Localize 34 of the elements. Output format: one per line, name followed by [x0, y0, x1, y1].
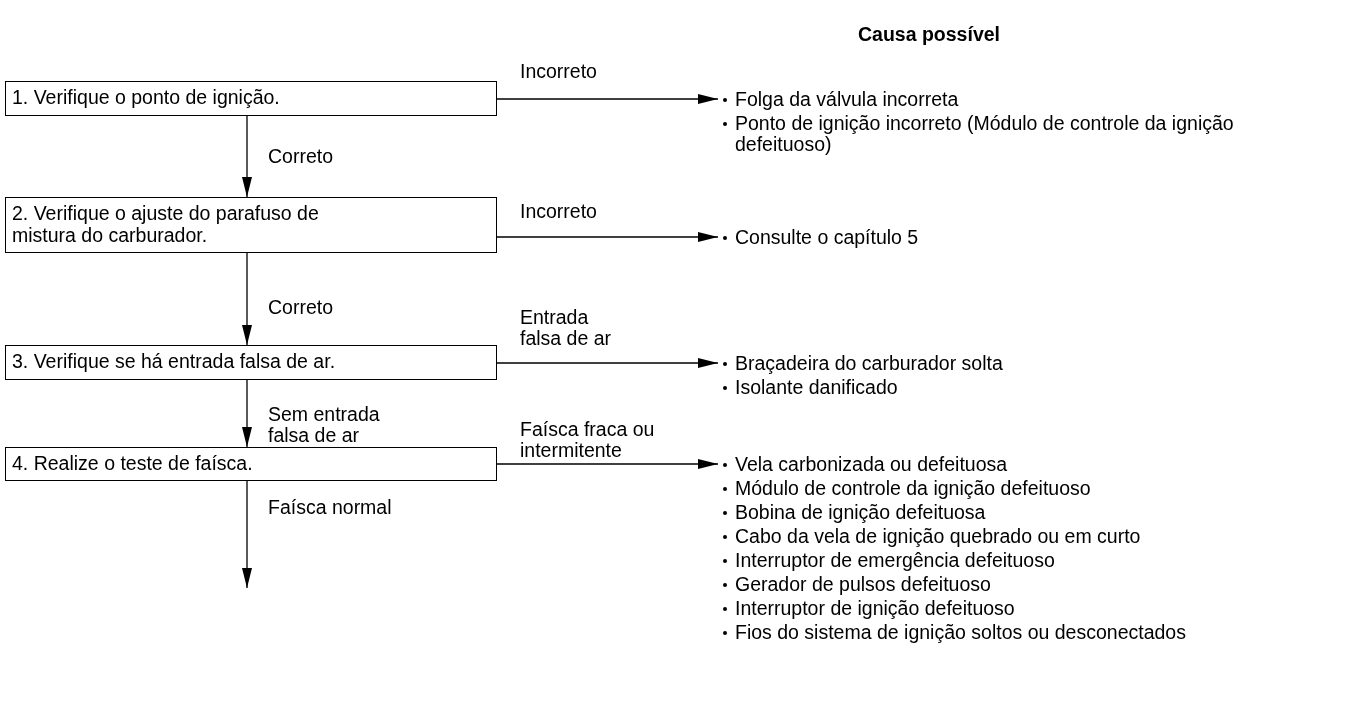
cause-text: Módulo de controle da ignição defeituoso [735, 476, 1091, 499]
arrow [242, 115, 252, 198]
edge-label: Incorreto [520, 201, 598, 222]
edge-label: Incorreto [520, 61, 598, 82]
edge-label: Sem entrada falsa de ar [268, 404, 381, 446]
edge-label: Faísca normal [268, 497, 393, 518]
edge-label: Faísca fraca ou intermitente [520, 419, 656, 461]
column-heading: Causa possível [858, 24, 1000, 45]
arrow [242, 379, 252, 448]
cause-text: Bobina de ignição defeituosa [735, 500, 986, 523]
edge-label: Correto [268, 146, 335, 167]
cause-text: Interruptor de emergência defeituoso [735, 548, 1055, 571]
arrow [496, 94, 719, 104]
arrow [496, 459, 719, 469]
cause-text: Braçadeira do carburador solta [735, 351, 1003, 374]
cause-text: Gerador de pulsos defeituoso [735, 572, 991, 595]
process-box: 1. Verifique o ponto de ignição. [5, 81, 497, 116]
edge-label: Entrada falsa de ar [520, 307, 613, 349]
arrow [496, 358, 719, 368]
arrow [242, 252, 252, 346]
cause-text: Fios do sistema de ignição soltos ou desconectados [735, 620, 1186, 643]
edge-label: Correto [268, 297, 335, 318]
cause-text: Cabo da vela de ignição quebrado ou em curto [735, 524, 1141, 547]
cause-text: Ponto de ignição incorreto (Módulo de controle da ignição defeituoso) [735, 111, 1234, 155]
process-box: 2. Verifique o ajuste do parafuso de mistura do carburador. [5, 197, 497, 253]
process-box: 3. Verifique se há entrada falsa de ar. [5, 345, 497, 380]
cause-text: Vela carbonizada ou defeituosa [735, 452, 1008, 475]
cause-text: Isolante danificado [735, 375, 898, 398]
cause-text: Consulte o capítulo 5 [735, 225, 919, 248]
arrow [242, 480, 252, 589]
cause-text: Interruptor de ignição defeituoso [735, 596, 1015, 619]
cause-text: Folga da válvula incorreta [735, 87, 959, 110]
arrow [496, 232, 719, 242]
process-box: 4. Realize o teste de faísca. [5, 447, 497, 481]
